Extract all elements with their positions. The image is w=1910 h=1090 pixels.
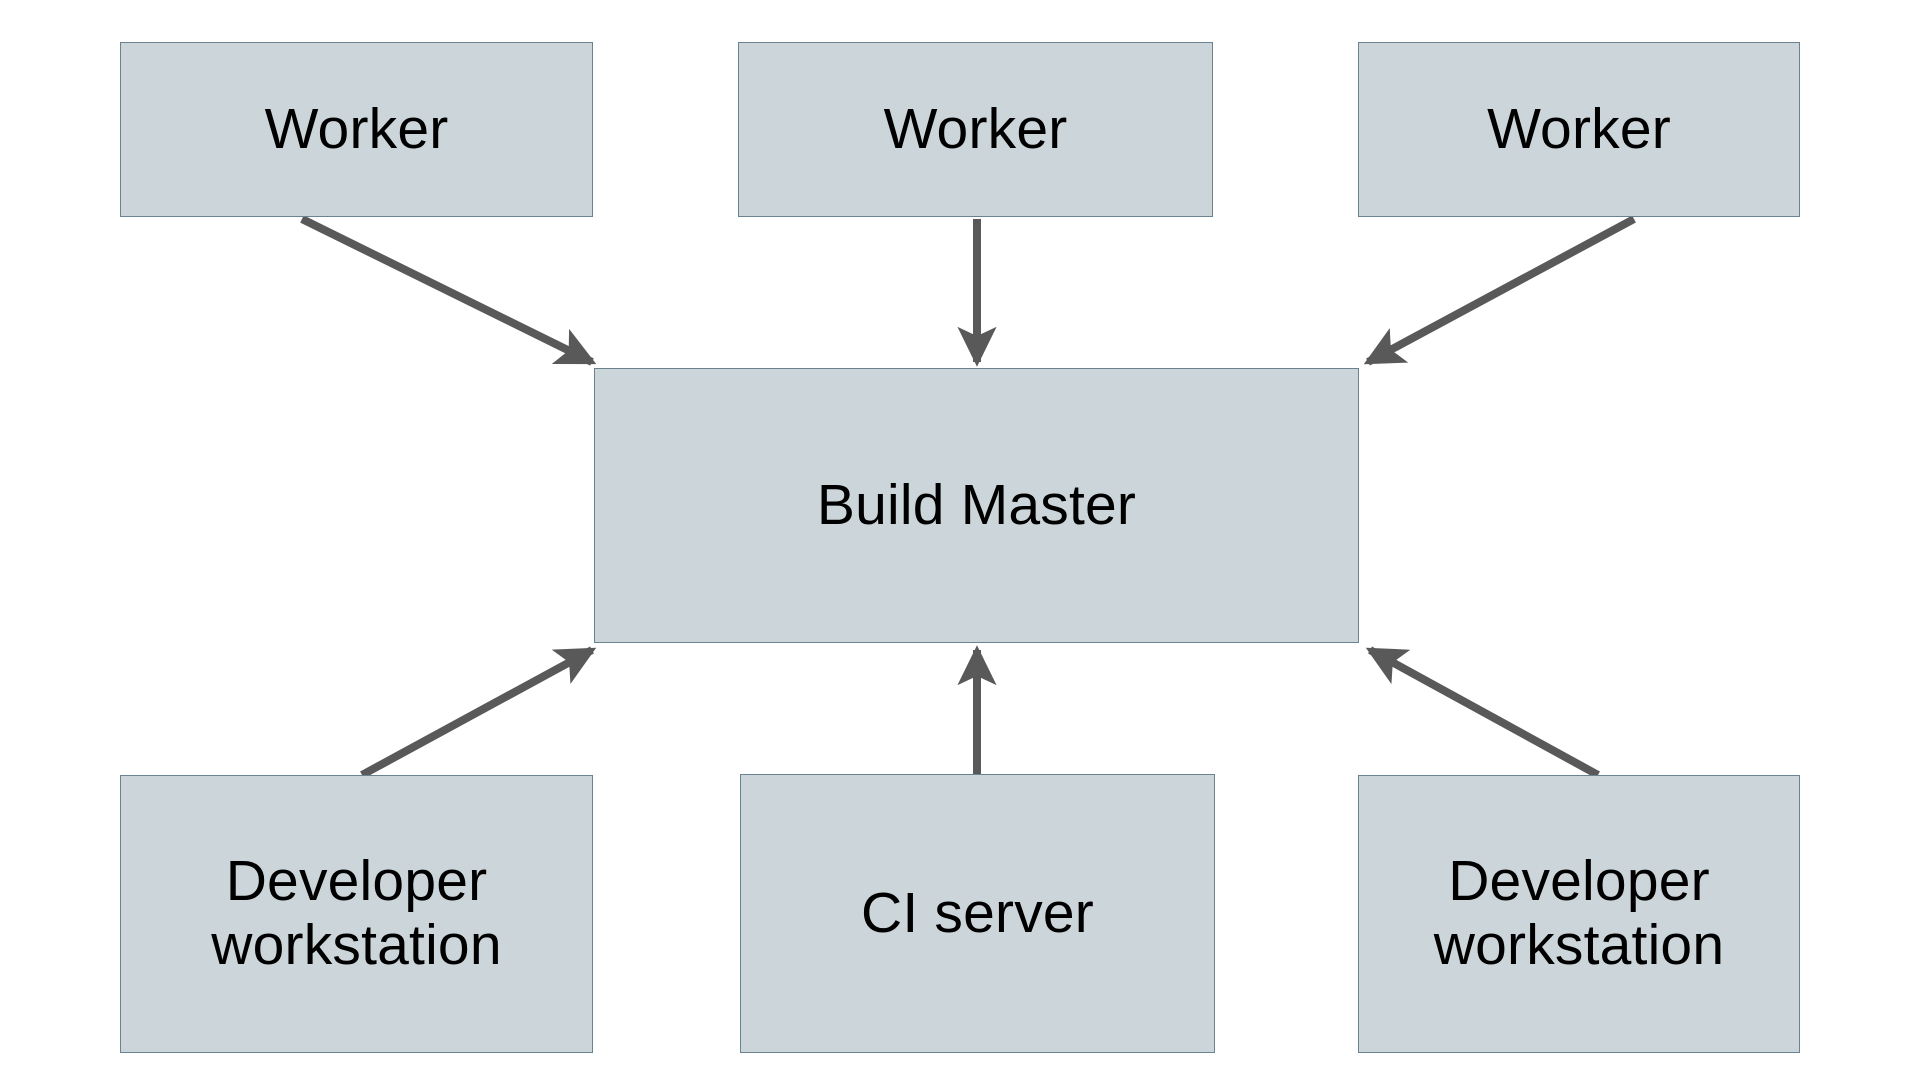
node-developer-workstation-left-label: Developer workstation (211, 849, 502, 977)
node-build-master-label: Build Master (816, 472, 1137, 537)
node-ci-server[interactable]: CI server (740, 774, 1215, 1053)
edge-worker3-to-buildmaster (1363, 215, 1636, 366)
node-developer-workstation-left[interactable]: Developer workstation (120, 775, 593, 1053)
node-worker-3[interactable]: Worker (1358, 42, 1800, 217)
node-worker-1-label: Worker (264, 96, 449, 161)
node-worker-1[interactable]: Worker (120, 42, 593, 217)
node-build-master[interactable]: Build Master (594, 368, 1359, 643)
node-worker-3-label: Worker (1487, 96, 1671, 161)
edge-worker1-to-buildmaster (300, 215, 597, 366)
node-worker-2[interactable]: Worker (738, 42, 1213, 217)
node-ci-server-label: CI server (860, 880, 1094, 945)
edge-dev2-to-buildmaster (1365, 646, 1600, 779)
edge-dev1-to-buildmaster (360, 646, 597, 779)
node-developer-workstation-right-label: Developer workstation (1433, 849, 1725, 977)
node-worker-2-label: Worker (883, 96, 1068, 161)
node-developer-workstation-right[interactable]: Developer workstation (1358, 775, 1800, 1053)
